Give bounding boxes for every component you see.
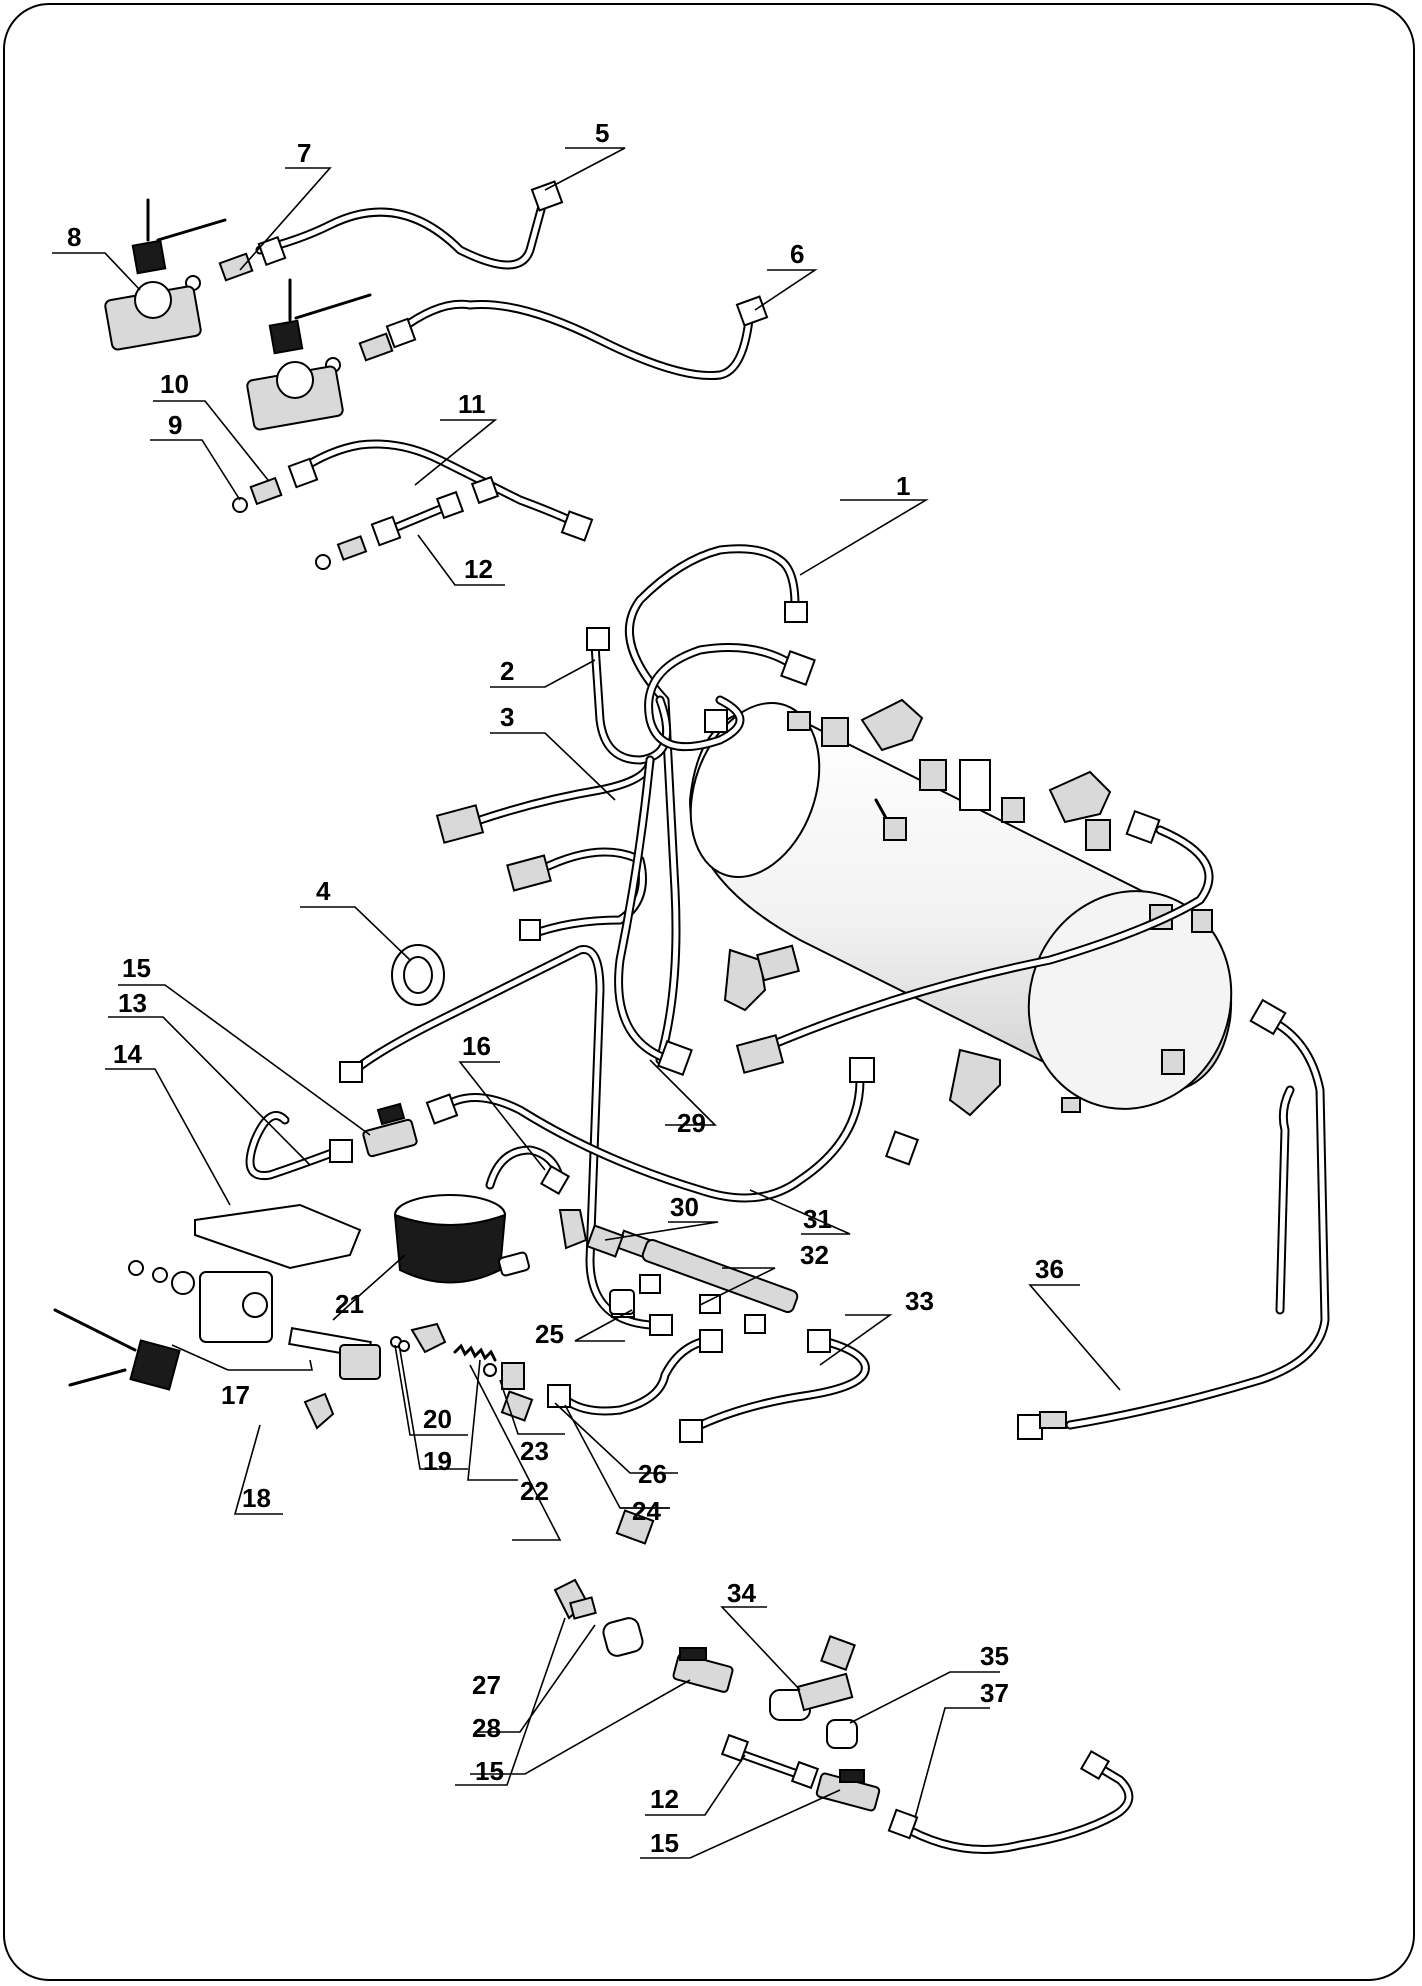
callout-33: 33 bbox=[905, 1286, 934, 1316]
callout-24: 24 bbox=[632, 1496, 661, 1526]
callout-17: 17 bbox=[221, 1380, 250, 1410]
callout-2: 2 bbox=[500, 656, 514, 686]
callout-31: 31 bbox=[803, 1204, 832, 1234]
callout-23: 23 bbox=[520, 1436, 549, 1466]
callout-8: 8 bbox=[67, 222, 81, 252]
callout-25: 25 bbox=[535, 1319, 564, 1349]
callout-labels: 1 2 3 4 5 6 7 8 9 10 11 12 13 14 15 16 1… bbox=[67, 118, 1064, 1858]
boiler-tank bbox=[688, 698, 1233, 1117]
callout-16: 16 bbox=[462, 1031, 491, 1061]
callout-37: 37 bbox=[980, 1678, 1009, 1708]
callout-12-b: 12 bbox=[650, 1784, 679, 1814]
callout-18: 18 bbox=[242, 1483, 271, 1513]
callout-28: 28 bbox=[472, 1713, 501, 1743]
callout-13: 13 bbox=[118, 988, 147, 1018]
callout-32: 32 bbox=[800, 1240, 829, 1270]
callout-20: 20 bbox=[423, 1404, 452, 1434]
callout-6: 6 bbox=[790, 239, 804, 269]
callout-27: 27 bbox=[472, 1670, 501, 1700]
callout-3: 3 bbox=[500, 702, 514, 732]
callout-7: 7 bbox=[297, 138, 311, 168]
callout-5: 5 bbox=[595, 118, 609, 148]
callout-4: 4 bbox=[316, 876, 331, 906]
callout-26: 26 bbox=[638, 1459, 667, 1489]
callout-35: 35 bbox=[980, 1641, 1009, 1671]
callout-19: 19 bbox=[423, 1446, 452, 1476]
callout-34: 34 bbox=[727, 1578, 756, 1608]
fittings bbox=[53, 180, 1287, 1840]
callout-21: 21 bbox=[335, 1289, 364, 1319]
callout-1: 1 bbox=[896, 471, 910, 501]
callout-9: 9 bbox=[168, 410, 182, 440]
callout-36: 36 bbox=[1035, 1254, 1064, 1284]
callout-10: 10 bbox=[160, 369, 189, 399]
callout-14: 14 bbox=[113, 1039, 142, 1069]
callout-11: 11 bbox=[458, 389, 486, 419]
callout-15-b: 15 bbox=[475, 1756, 504, 1786]
callout-22: 22 bbox=[520, 1476, 549, 1506]
callout-15: 15 bbox=[122, 953, 151, 983]
leader-lines bbox=[52, 147, 1121, 1859]
callout-15-c: 15 bbox=[650, 1828, 679, 1858]
callout-30: 30 bbox=[670, 1192, 699, 1222]
callout-12: 12 bbox=[464, 554, 493, 584]
callout-29: 29 bbox=[677, 1108, 706, 1138]
